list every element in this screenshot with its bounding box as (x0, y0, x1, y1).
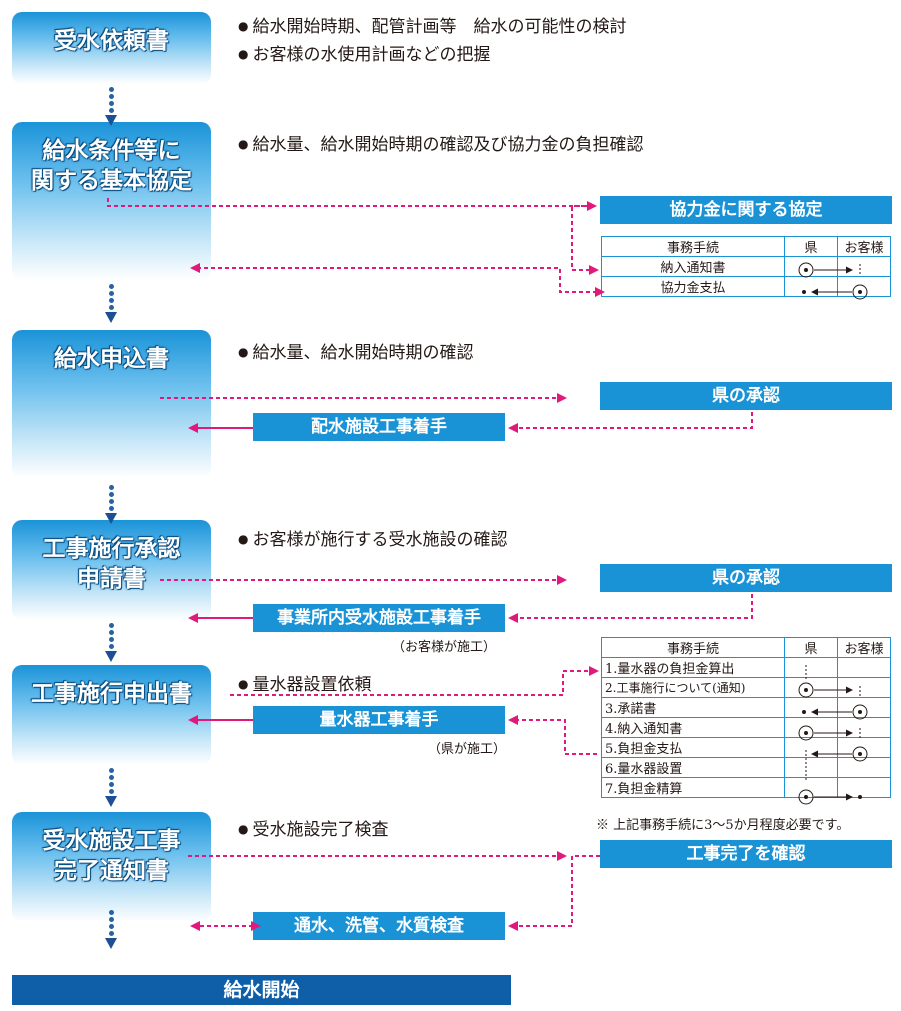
customer-cell (837, 737, 891, 758)
header-procedure: 事務手続 (601, 236, 785, 257)
table-header-row: 事務手続 県 お客様 (601, 236, 891, 257)
customer-cell (837, 657, 891, 678)
row-label: 6.量水器設置 (601, 757, 785, 778)
customer-cell (837, 276, 891, 297)
arrow-kanryo-to-tsusui (508, 855, 600, 931)
row-label: 3.承諾書 (601, 697, 785, 718)
step-label: 受水施設工事 完了通知書 (42, 827, 181, 884)
step-koji-moushide: 工事施行申出書 (12, 665, 211, 765)
note-footnote: ※ 上記事務手続に3～5か月程度必要です。 (596, 818, 850, 833)
box-kyoryokukin-kyotei: 協力金に関する協定 (600, 196, 892, 224)
box-ken-shonin-2: 県の承認 (600, 564, 892, 592)
step-koji-shonin: 工事施行承認 申請書 (12, 520, 211, 620)
box-koji-kanryo: 工事完了を確認 (600, 840, 892, 868)
table-row: 3.承諾書 (601, 697, 891, 718)
table-row: 7.負担金精算 (601, 777, 891, 798)
header-procedure: 事務手続 (601, 637, 785, 658)
ken-cell (784, 757, 838, 778)
down-arrow-icon (105, 768, 117, 807)
arrow-shonin-to-jigyosho (508, 594, 753, 623)
down-arrow-icon (105, 284, 117, 323)
table-row: 1.量水器の負担金算出 (601, 657, 891, 678)
table-row: 納入通知書 (601, 256, 891, 277)
bullet-s4: お客様が施行する受水施設の確認 (238, 527, 507, 554)
step-kihon-kyotei: 給水条件等に 関する基本協定 (12, 122, 211, 280)
box-ryosuiki-koji: 量水器工事着手 (253, 706, 505, 734)
table-row: 6.量水器設置 (601, 757, 891, 778)
header-customer: お客様 (837, 236, 891, 257)
ken-cell (784, 697, 838, 718)
step-label: 工事施行申出書 (31, 680, 192, 707)
bullet-s1b: お客様の水使用計画などの把握 (238, 42, 490, 69)
row-label: 納入通知書 (601, 256, 785, 277)
customer-cell (837, 757, 891, 778)
customer-cell (837, 677, 891, 698)
box-haisui-koji: 配水施設工事着手 (253, 413, 505, 441)
down-arrow-icon (105, 623, 117, 662)
row-label: 4.納入通知書 (601, 717, 785, 738)
step-juusui-irai: 受水依頼書 (12, 12, 211, 84)
ken-cell (784, 777, 838, 798)
procedure-table-1: 事務手続 県 お客様 納入通知書 協力金支払 (601, 236, 891, 297)
ken-cell (784, 276, 838, 297)
table-row: 2.工事施行について(通知) (601, 677, 891, 698)
box-tsusui-kensa: 通水、洗管、水質検査 (253, 912, 505, 940)
customer-cell (837, 256, 891, 277)
arrow-shonin-to-haisui (508, 412, 753, 433)
customer-cell (837, 777, 891, 798)
step-label: 給水条件等に 関する基本協定 (31, 137, 192, 194)
arrow-payment-to-step2 (190, 263, 605, 297)
down-arrow-icon (105, 87, 117, 126)
step-label: 工事施行承認 申請書 (42, 535, 181, 592)
table-row: 協力金支払 (601, 276, 891, 297)
down-arrow-icon (105, 485, 117, 524)
step-label: 給水申込書 (54, 345, 169, 372)
ken-cell (784, 737, 838, 758)
table-row: 4.納入通知書 (601, 717, 891, 738)
customer-cell (837, 697, 891, 718)
arrow-payment-to-ryosuiki (508, 715, 597, 755)
ken-cell (784, 677, 838, 698)
box-jigyosho-koji: 事業所内受水施設工事着手 (253, 604, 505, 632)
bullet-s6: 受水施設完了検査 (238, 817, 388, 844)
header-ken: 県 (784, 637, 838, 658)
bullet-s1a: 給水開始時期、配管計画等 給水の可能性の検討 (238, 14, 626, 41)
ken-cell (784, 256, 838, 277)
row-label: 1.量水器の負担金算出 (601, 657, 785, 678)
final-kyusui-kaishi: 給水開始 (12, 975, 511, 1005)
ken-cell (784, 717, 838, 738)
bullet-s3: 給水量、給水開始時期の確認 (238, 340, 473, 367)
down-arrow-icon (105, 910, 117, 949)
note-okyakusama-seko: （お客様が施工） (392, 640, 497, 655)
ken-cell (784, 657, 838, 678)
table-header-row: 事務手続 県 お客様 (601, 637, 891, 658)
row-label: 7.負担金精算 (601, 777, 785, 798)
header-ken: 県 (784, 236, 838, 257)
bullet-s2: 給水量、給水開始時期の確認及び協力金の負担確認 (238, 132, 643, 159)
arrow-kyotei-to-notice (571, 205, 599, 275)
row-label: 協力金支払 (601, 276, 785, 297)
table-row: 5.負担金支払 (601, 737, 891, 758)
row-label: 5.負担金支払 (601, 737, 785, 758)
bullet-s5: 量水器設置依頼 (238, 672, 371, 699)
step-label: 受水依頼書 (54, 27, 169, 54)
procedure-table-2: 事務手続 県 お客様 1.量水器の負担金算出 2.工事施行について(通知) 3.… (601, 637, 891, 798)
note-ken-seko: （県が施工） (428, 742, 507, 757)
step-kanryo-tsuchi: 受水施設工事 完了通知書 (12, 812, 211, 922)
header-customer: お客様 (837, 637, 891, 658)
step-kyusui-moushikomi: 給水申込書 (12, 330, 211, 478)
customer-cell (837, 717, 891, 738)
row-label: 2.工事施行について(通知) (601, 677, 785, 698)
box-ken-shonin-1: 県の承認 (600, 382, 892, 410)
